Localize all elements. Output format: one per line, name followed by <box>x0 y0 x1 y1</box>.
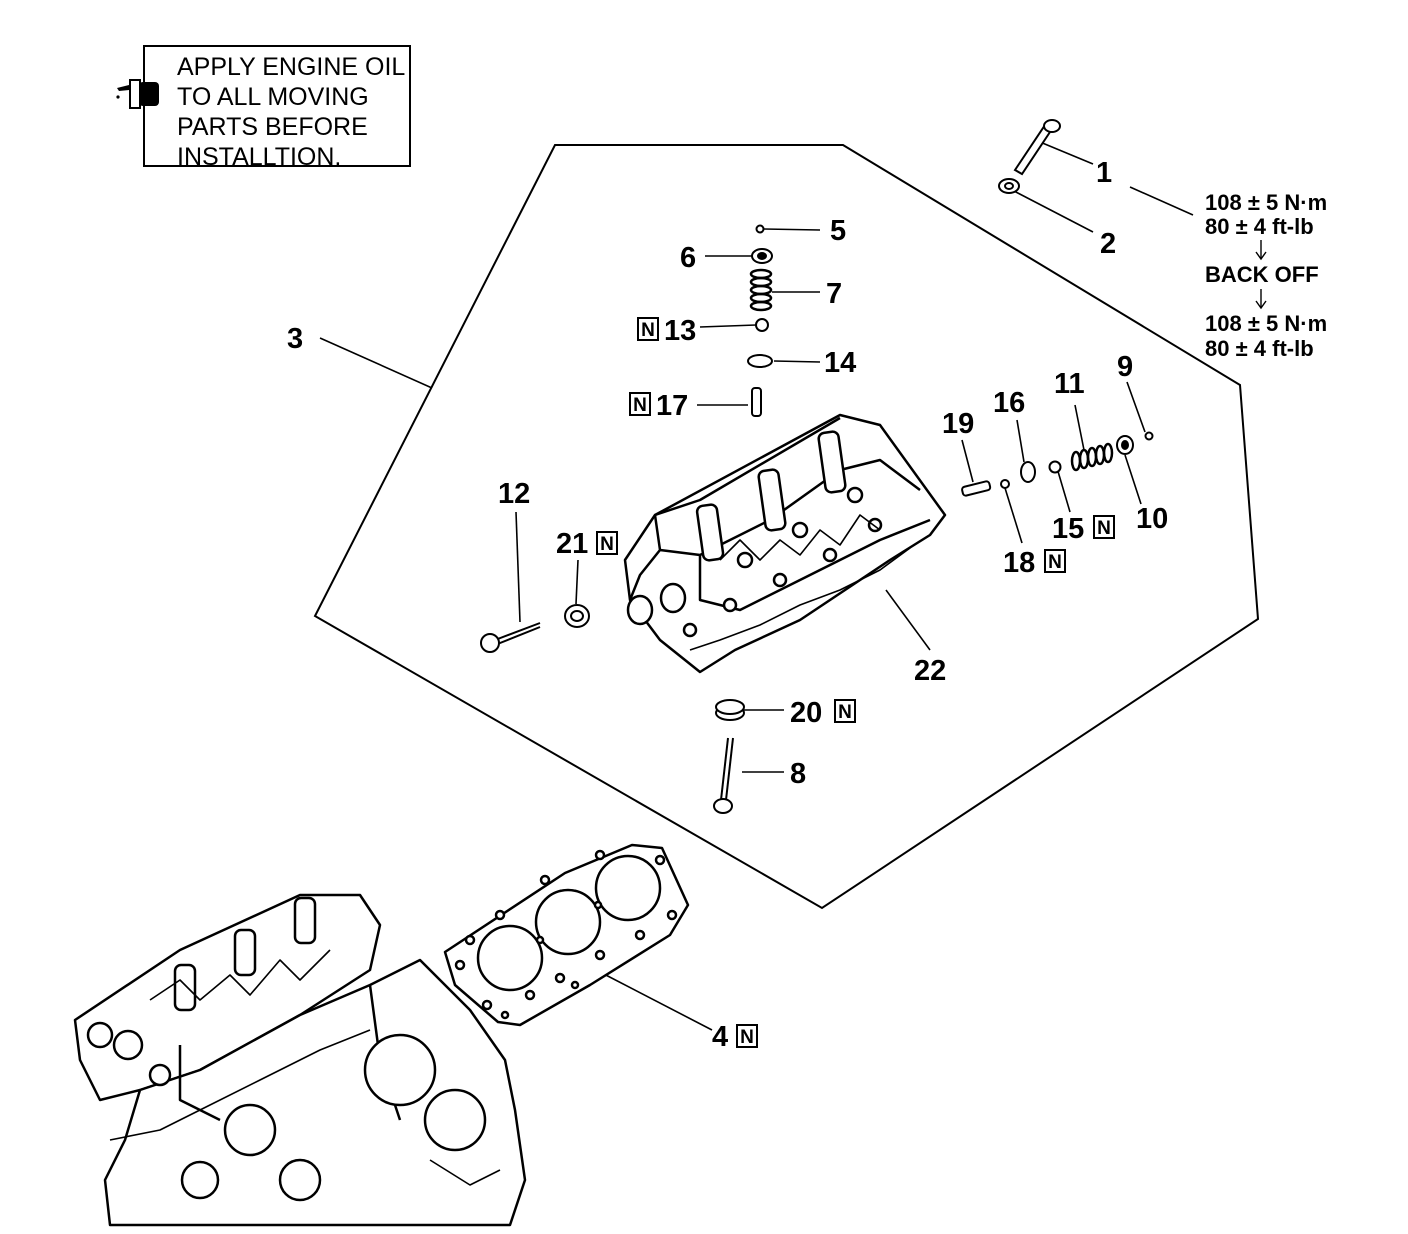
callout-22: 22 <box>914 655 946 687</box>
n-mark-15: N <box>1093 515 1115 539</box>
callout-1: 1 <box>1096 157 1112 189</box>
callout-4: 4 <box>712 1021 728 1053</box>
leader-lines <box>319 141 1194 1031</box>
torque-step1-nm: 108 ± 5 N·m <box>1205 190 1327 215</box>
callout-3: 3 <box>287 323 303 355</box>
torque-back-off: BACK OFF <box>1205 262 1319 287</box>
part-22-cylinder-head <box>623 413 947 674</box>
callout-12: 12 <box>498 478 530 510</box>
part-19-valve-guide <box>961 480 992 497</box>
callout-8: 8 <box>790 758 806 790</box>
n-mark-17: N <box>629 392 651 416</box>
n-mark-21-text: N <box>600 534 614 555</box>
callout-2: 2 <box>1100 228 1116 260</box>
part-4-head-gasket <box>443 843 690 1027</box>
part-10-retainer <box>1116 435 1134 455</box>
part-8-valve <box>713 737 734 814</box>
part-14-spring-seat <box>747 354 773 368</box>
part-11-valve-spring <box>1070 442 1114 472</box>
callout-15: 15 <box>1052 513 1084 545</box>
part-21-valve-seat <box>564 604 590 628</box>
part-1-bolt <box>1013 119 1061 176</box>
callout-19: 19 <box>942 408 974 440</box>
part-20-valve-seat <box>715 699 745 721</box>
callout-9: 9 <box>1117 351 1133 383</box>
callout-18: 18 <box>1003 547 1035 579</box>
callout-21: 21 <box>556 528 588 560</box>
callout-16: 16 <box>993 387 1025 419</box>
lubrication-note: APPLY ENGINE OIL TO ALL MOVING PARTS BEF… <box>143 45 411 171</box>
callout-6: 6 <box>680 242 696 274</box>
n-mark-4: N <box>736 1024 758 1048</box>
n-mark-13: N <box>637 317 659 341</box>
torque-arrows <box>1255 240 1267 310</box>
n-mark-4-text: N <box>740 1027 754 1048</box>
n-mark-18: N <box>1044 549 1066 573</box>
n-mark-15-text: N <box>1097 518 1111 539</box>
n-mark-13-text: N <box>641 320 655 341</box>
callout-14: 14 <box>824 347 856 379</box>
part-5-retainer-lock <box>755 224 765 234</box>
part-16-spring-seat <box>1020 461 1036 483</box>
note-line-3: PARTS BEFORE <box>177 113 368 141</box>
n-mark-20: N <box>834 699 856 723</box>
assembly-outline <box>313 144 1260 910</box>
n-mark-21: N <box>596 531 618 555</box>
callout-5: 5 <box>830 215 846 247</box>
oil-can-icon <box>116 79 159 109</box>
engine-block <box>73 893 527 1227</box>
note-line-4: INSTALLTION. <box>177 143 342 171</box>
torque-step2-ftlb: 80 ± 4 ft-lb <box>1205 336 1314 361</box>
n-mark-18-text: N <box>1048 552 1062 573</box>
callout-11: 11 <box>1054 368 1085 400</box>
part-12-valve <box>480 622 541 653</box>
part-18-seal <box>1000 479 1010 489</box>
torque-step1-ftlb: 80 ± 4 ft-lb <box>1205 214 1314 239</box>
note-line-1: APPLY ENGINE OIL <box>177 53 406 81</box>
part-9-retainer-lock <box>1144 431 1154 441</box>
part-15-stem-seal <box>1048 460 1062 474</box>
part-6-retainer <box>751 248 773 264</box>
torque-step2-nm: 108 ± 5 N·m <box>1205 311 1327 336</box>
part-13-stem-seal <box>755 318 769 332</box>
n-mark-17-text: N <box>633 395 647 416</box>
callout-7: 7 <box>826 278 842 310</box>
callout-20: 20 <box>790 697 822 729</box>
callout-10: 10 <box>1136 503 1168 535</box>
part-17-valve-guide <box>751 387 762 417</box>
callout-13: 13 <box>664 315 696 347</box>
part-2-washer <box>998 178 1020 194</box>
note-line-2: TO ALL MOVING <box>177 83 369 111</box>
part-7-valve-spring <box>749 268 773 312</box>
n-mark-20-text: N <box>838 702 852 723</box>
callout-17: 17 <box>656 390 688 422</box>
new-part-marks: N N N N N N N <box>596 317 1115 1048</box>
